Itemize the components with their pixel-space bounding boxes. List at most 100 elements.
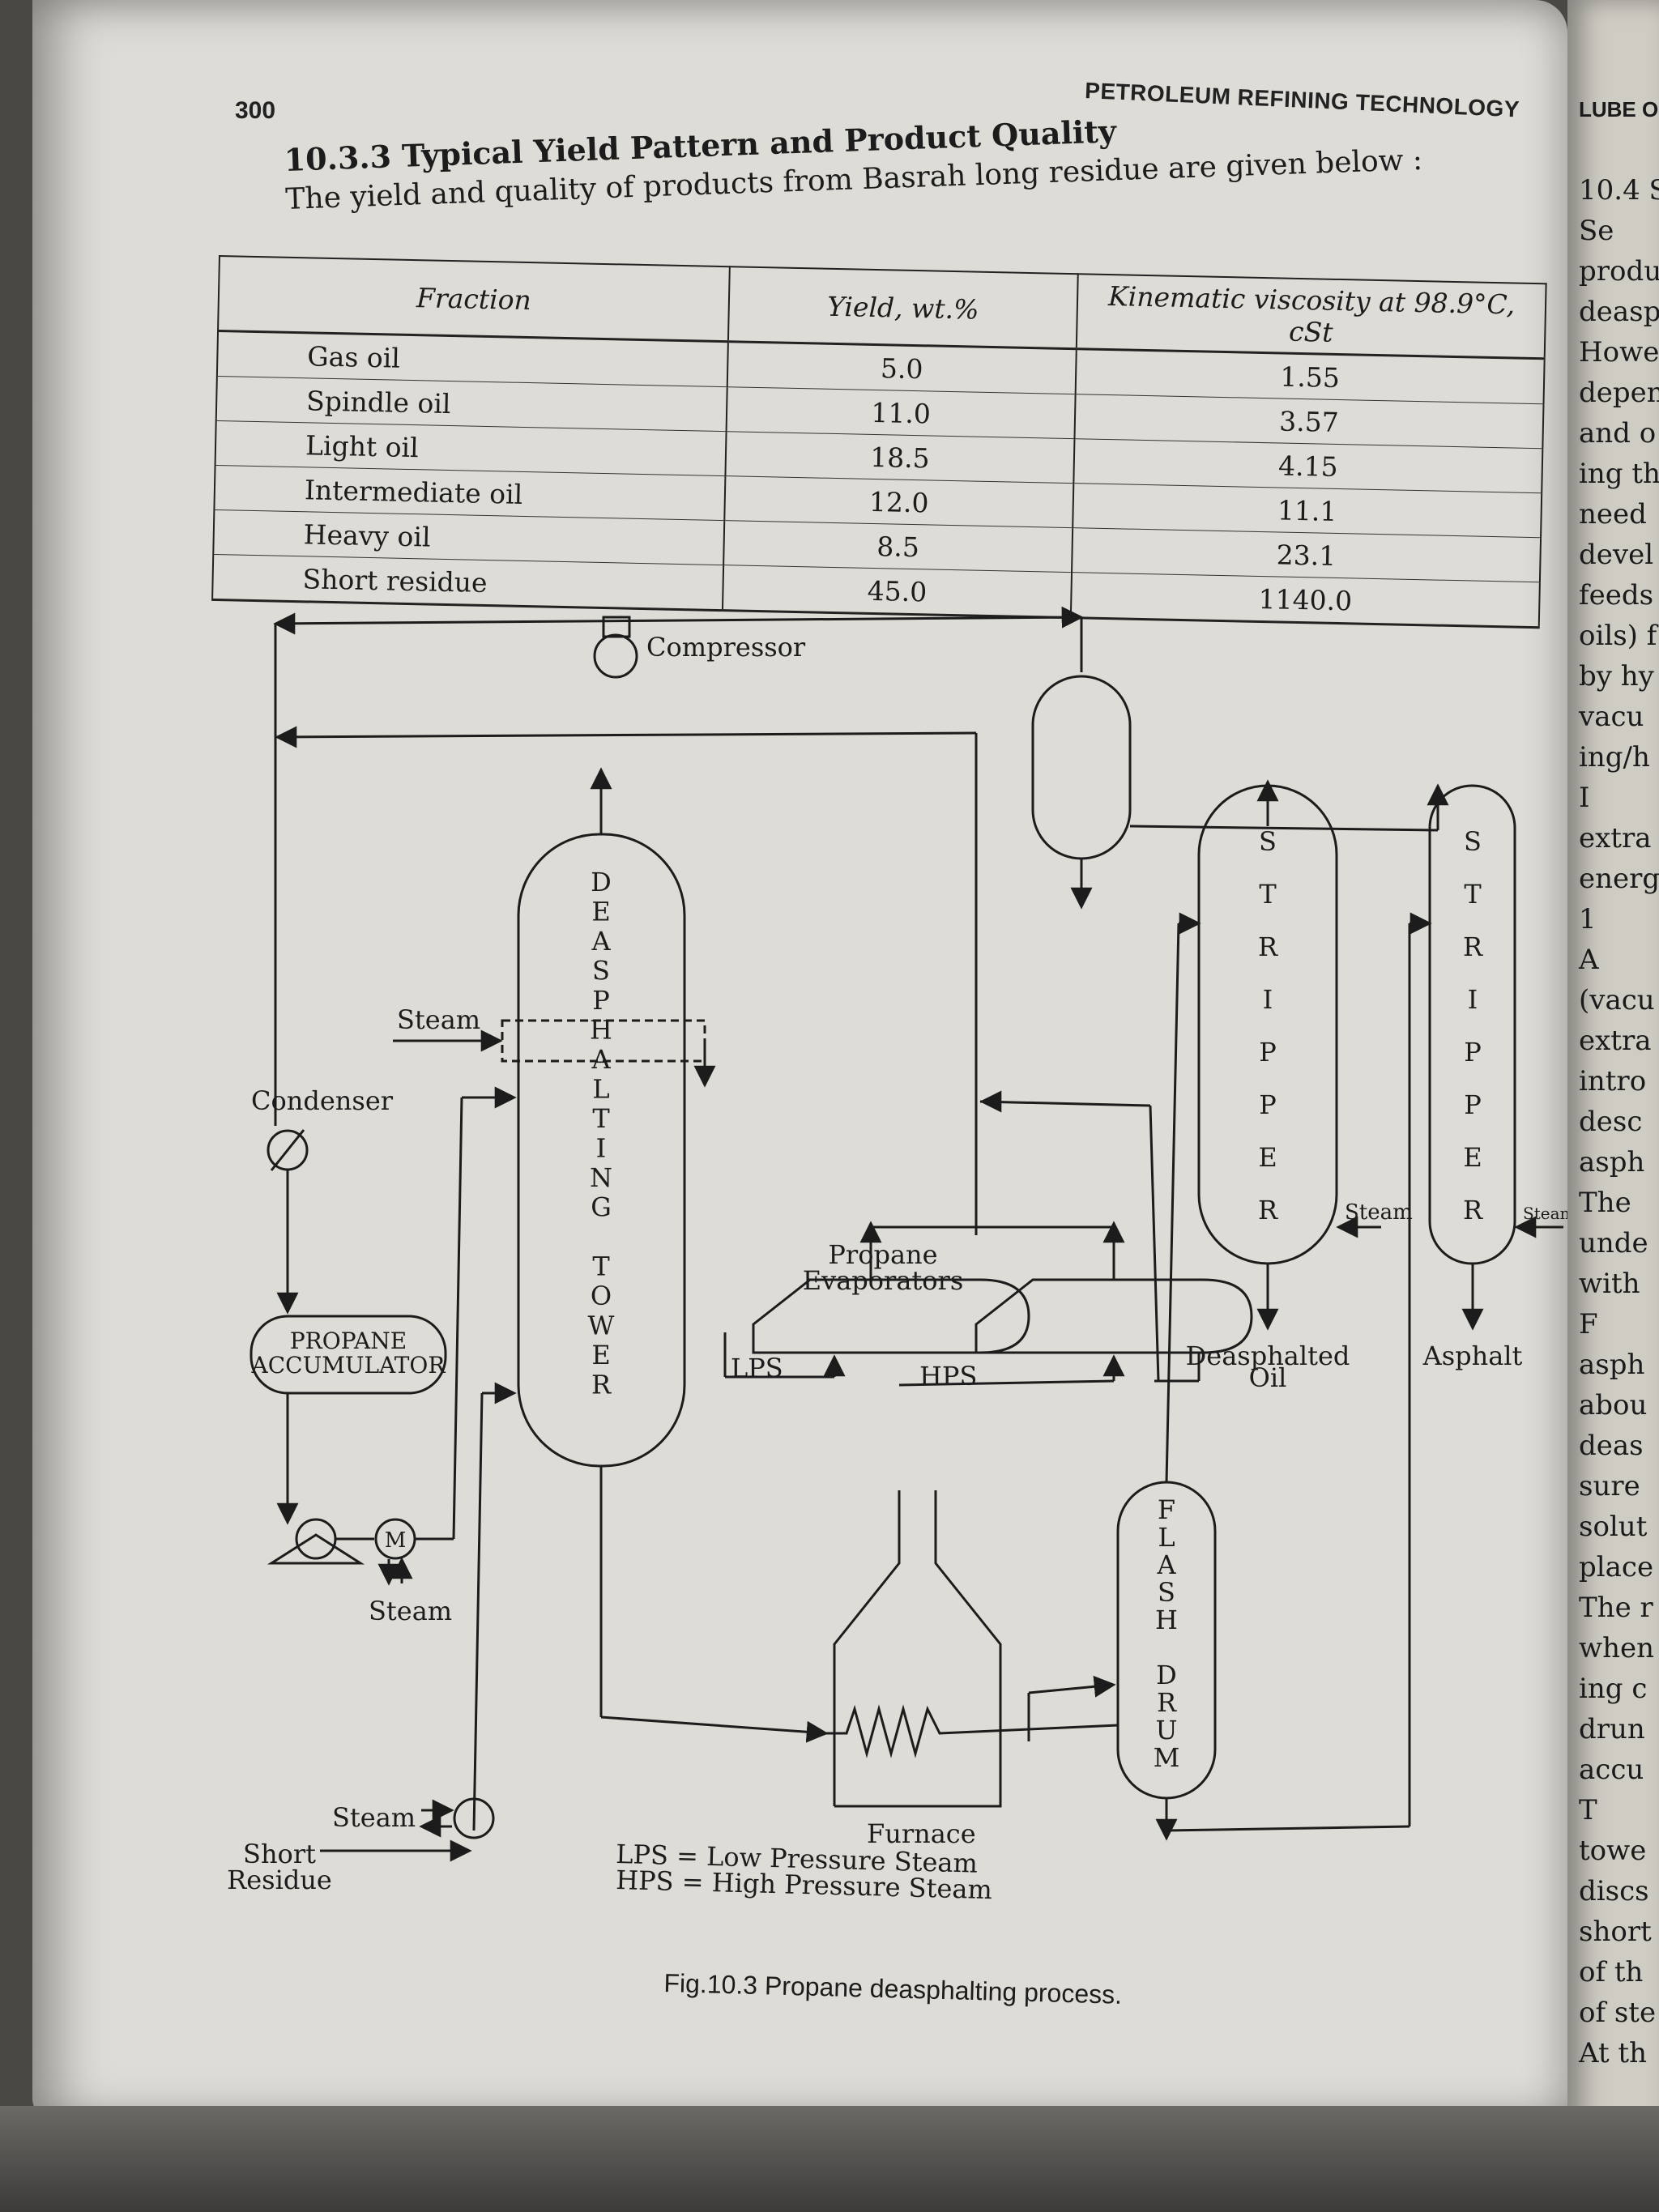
- tower-label-letter: T: [592, 1251, 610, 1282]
- label-steam-top: Steam: [397, 1004, 480, 1035]
- label-steam-feed: Steam: [332, 1802, 416, 1833]
- flash-drum-label-letter: R: [1157, 1687, 1177, 1718]
- facing-page-text: need: [1579, 498, 1647, 531]
- facing-page-text: The r: [1579, 1592, 1653, 1624]
- facing-page-text: deasp: [1579, 296, 1659, 328]
- label-short-residue-1: Short: [243, 1839, 316, 1869]
- book-page: 300 PETROLEUM REFINING TECHNOLOGY 10.3.3…: [32, 0, 1567, 2122]
- flash-drum-label-letter: U: [1156, 1715, 1178, 1745]
- tower-label-letter: D: [591, 867, 612, 897]
- label-deasphalted-1: Deasphalted: [1186, 1340, 1350, 1371]
- label-evaporators-2: Evaporators: [803, 1265, 963, 1296]
- label-compressor: Compressor: [646, 632, 806, 663]
- stripper2-label-letter: T: [1464, 879, 1482, 910]
- tower-label-letter: A: [591, 926, 611, 957]
- facing-page-running-head: LUBE O: [1579, 97, 1659, 121]
- facing-page-text: deas: [1579, 1430, 1644, 1462]
- facing-page-text: extra: [1579, 822, 1652, 855]
- facing-page-text: when: [1579, 1632, 1655, 1664]
- label-condenser: Condenser: [251, 1085, 394, 1116]
- facing-page-text: with: [1579, 1268, 1640, 1300]
- flash-drum-label-letter: D: [1156, 1660, 1177, 1690]
- condenser-symbol: [267, 1129, 309, 1171]
- cell-yield: 5.0: [727, 341, 1077, 394]
- separator-drum: [1031, 675, 1132, 860]
- facing-page-text: towe: [1579, 1835, 1647, 1867]
- facing-page-text: F: [1579, 1308, 1598, 1340]
- facing-page-text: feeds: [1579, 579, 1654, 612]
- facing-page-text: The: [1579, 1187, 1631, 1219]
- facing-page-text: 1: [1579, 903, 1597, 936]
- cell-yield: 11.0: [726, 386, 1076, 439]
- recycle-line-top: [275, 606, 1084, 629]
- process-flow-diagram: Compressor Condenser Steam Steam Steam P…: [227, 606, 1567, 1905]
- flash-drum-label-letter: A: [1156, 1549, 1176, 1580]
- label-asphalt: Asphalt: [1422, 1340, 1523, 1371]
- tower-label-letter: S: [592, 956, 610, 987]
- stripper-2: [1428, 784, 1516, 1265]
- label-deasphalted-2: Oil: [1249, 1362, 1287, 1393]
- section: 10.3.3 Typical Yield Pattern and Product…: [284, 102, 1423, 216]
- label-short-residue-2: Residue: [227, 1865, 332, 1895]
- facing-page-text: asph: [1579, 1146, 1645, 1178]
- pump-base: [267, 1533, 365, 1565]
- tower-label-letter: O: [591, 1281, 612, 1311]
- compressor-symbol: [593, 633, 638, 679]
- facing-page-text: 10.4 S: [1579, 174, 1659, 207]
- stripper1-label-letter: R: [1258, 1195, 1278, 1225]
- label-steam-stripper1: Steam: [1345, 1200, 1413, 1225]
- facing-page-text: intro: [1579, 1065, 1647, 1097]
- facing-page-text: of th: [1579, 1956, 1644, 1988]
- facing-page-text: devel: [1579, 539, 1654, 571]
- facing-page-text: vacu: [1579, 701, 1644, 733]
- tower-label-letter: A: [591, 1044, 611, 1075]
- facing-page-text: abou: [1579, 1389, 1648, 1421]
- tower-label-letter: H: [590, 1015, 612, 1046]
- facing-page-text: drun: [1579, 1713, 1645, 1745]
- figure-caption: Fig.10.3 Propane deasphalting process.: [663, 1968, 1123, 2010]
- stripper2-label-letter: I: [1468, 984, 1478, 1015]
- stripper1-label-letter: P: [1259, 1037, 1277, 1068]
- facing-page-text: produ: [1579, 255, 1659, 288]
- facing-page-text: desc: [1579, 1106, 1643, 1138]
- facing-page-text: Se: [1579, 215, 1614, 247]
- facing-page-text: discs: [1579, 1875, 1649, 1907]
- compressor-body: [602, 616, 631, 638]
- furnace-coil: [826, 1704, 1119, 1758]
- tower-label-letter: W: [588, 1311, 615, 1341]
- vertical-labels: DEASPHALTINGTOWERSTRIPPERSTRIPPERFLASHDR…: [588, 826, 1483, 1773]
- facing-page-text: I: [1579, 782, 1590, 814]
- tower-label-letter: P: [592, 985, 610, 1016]
- facing-page-text: place: [1579, 1551, 1654, 1583]
- stripper1-label-letter: P: [1259, 1089, 1277, 1120]
- flash-drum-label-letter: M: [1154, 1742, 1180, 1773]
- facing-page-text: extra: [1579, 1025, 1652, 1057]
- tower-label-letter: E: [591, 897, 610, 927]
- stripper2-label-letter: R: [1463, 931, 1483, 962]
- stripper-1: [1197, 784, 1338, 1265]
- label-accumulator-1: PROPANE: [290, 1328, 407, 1354]
- evaporator-hps: [975, 1278, 1253, 1354]
- flash-drum-label-letter: F: [1158, 1494, 1175, 1525]
- header-viscosity: Kinematic viscosity at 98.9°C, cSt: [1076, 274, 1546, 359]
- tower-label-letter: I: [596, 1133, 607, 1164]
- propane-accumulator: [249, 1315, 447, 1395]
- page-number: 300: [235, 97, 276, 124]
- furnace: [833, 1490, 1002, 1808]
- facing-page-text: ing c: [1579, 1673, 1648, 1705]
- flash-drum-label-letter: H: [1155, 1605, 1178, 1635]
- facing-page-text: unde: [1579, 1227, 1648, 1259]
- heat-exchanger-symbol: [453, 1797, 495, 1839]
- flash-drum-label-letter: L: [1158, 1522, 1175, 1553]
- label-motor: M: [385, 1528, 407, 1553]
- facing-page-text: sure: [1579, 1470, 1640, 1502]
- tower-label-letter: G: [591, 1192, 612, 1223]
- facing-page-text: depen: [1579, 377, 1659, 409]
- label-evaporators-1: Propane: [828, 1239, 937, 1270]
- desk-background: [0, 2106, 1659, 2212]
- cell-yield: 12.0: [724, 475, 1074, 528]
- stripper1-label-letter: R: [1258, 931, 1278, 962]
- label-steam-pump: Steam: [369, 1596, 452, 1626]
- facing-page-text: (vacu: [1579, 984, 1655, 1016]
